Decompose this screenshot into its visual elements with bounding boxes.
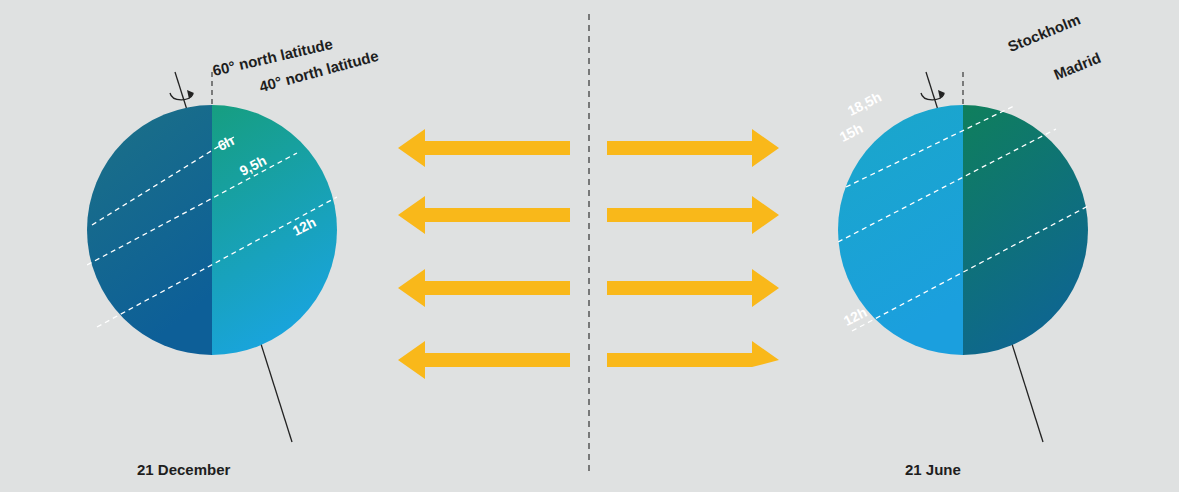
latitude-label: Stockholm: [1005, 11, 1083, 56]
globe-shape: [838, 105, 1088, 355]
latitude-line: [97, 197, 337, 327]
globe: 18,5h15h12h: [838, 105, 1088, 355]
sunlight-arrows: [398, 129, 779, 379]
latitude-label: Madrid: [1051, 49, 1103, 84]
sunlight-arrow: [607, 196, 779, 234]
globe-half: [963, 105, 1088, 355]
sunlight-arrow: [607, 129, 779, 167]
globe-half: [87, 105, 212, 355]
rotation-arrowhead: [187, 90, 194, 99]
globe-half: [838, 105, 963, 355]
latitude-line: [838, 129, 1056, 242]
sunlight-arrow: [607, 269, 779, 307]
latitude-line: [87, 153, 297, 265]
date-label: 21 December: [137, 461, 230, 479]
latitude-line: [92, 135, 237, 225]
rotation-arrowhead: [938, 90, 945, 99]
divider-line: [588, 14, 590, 472]
sunlight-arrow: [398, 129, 570, 167]
globe: 6h9,5h12h: [87, 105, 337, 355]
globe-half: [212, 105, 337, 355]
sunlight-arrow: [607, 341, 779, 367]
sunlight-arrow: [398, 269, 570, 307]
latitude-line: [846, 105, 1016, 187]
date-label: 21 June: [905, 461, 961, 479]
latitude-line: [852, 205, 1088, 331]
sunlight-arrow: [398, 196, 570, 234]
daylight-hours: 15h: [837, 120, 866, 145]
daylight-hours: 18,5h: [845, 88, 884, 119]
sunlight-arrow: [398, 341, 570, 379]
